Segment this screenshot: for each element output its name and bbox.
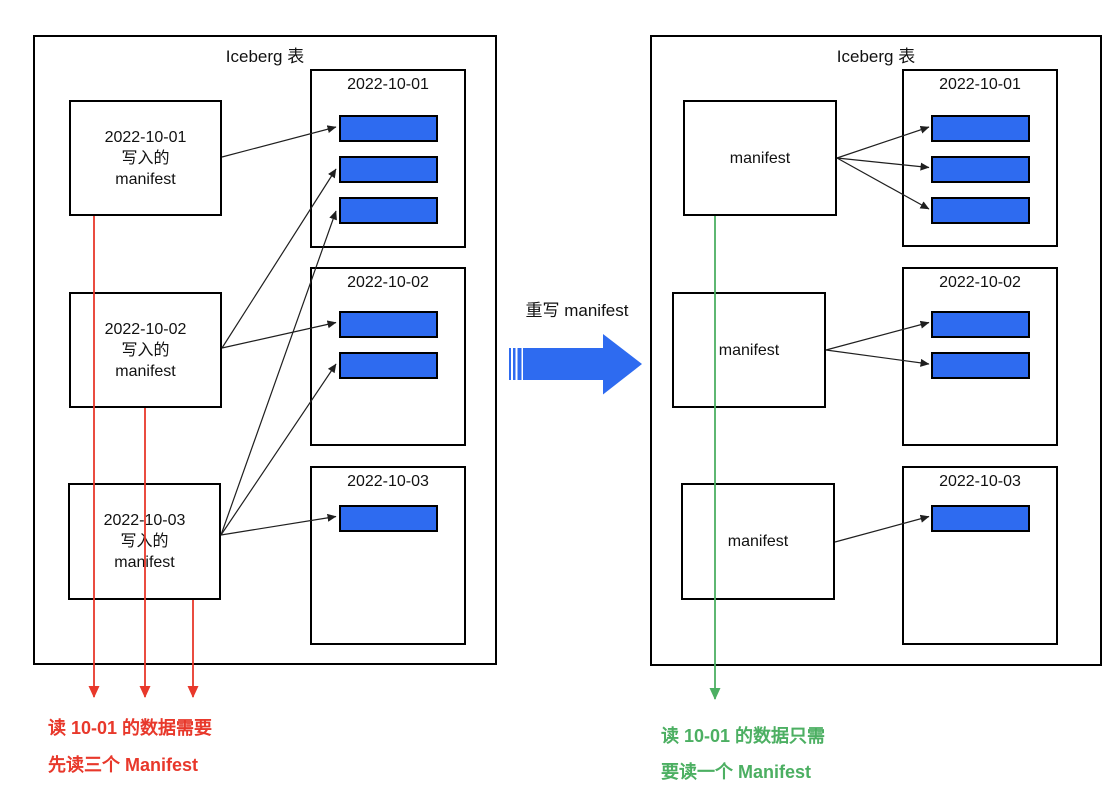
manifest-box-right-3: manifest <box>681 483 835 600</box>
manifest-box-left-1: 2022-10-01 写入的 manifest <box>69 100 222 216</box>
manifest-box-right-2: manifest <box>672 292 826 408</box>
manifest-label: manifest <box>729 149 791 167</box>
data-file-rect <box>339 352 438 379</box>
partition-label: 2022-10-01 <box>939 76 1021 93</box>
table-title-left: Iceberg 表 <box>225 47 305 66</box>
iceberg-table-right: Iceberg 表 <box>650 35 1102 666</box>
data-file-rect <box>339 115 438 142</box>
data-file-rect <box>339 311 438 338</box>
partition-box-left-1: 2022-10-01 <box>310 69 466 248</box>
manifest-label: 2022-10-03 写入的 manifest <box>103 512 186 571</box>
data-file-rect <box>931 311 1030 338</box>
partition-box-left-2: 2022-10-02 <box>310 267 466 446</box>
data-file-rect <box>339 505 438 532</box>
right-note-line1: 读 10-01 的数据只需 <box>661 726 826 746</box>
data-file-rect <box>931 115 1030 142</box>
partition-box-left-3: 2022-10-03 <box>310 466 466 645</box>
partition-label: 2022-10-01 <box>347 76 429 93</box>
manifest-box-left-2: 2022-10-02 写入的 manifest <box>69 292 222 408</box>
data-file-rect <box>339 197 438 224</box>
partition-label: 2022-10-03 <box>347 473 429 490</box>
data-file-rect <box>339 156 438 183</box>
data-file-rect <box>931 505 1030 532</box>
data-file-rect <box>931 156 1030 183</box>
manifest-label: 2022-10-02 写入的 manifest <box>104 320 187 380</box>
partition-label: 2022-10-02 <box>939 274 1021 291</box>
iceberg-table-left: Iceberg 表 <box>33 35 497 665</box>
right-note-line2: 要读一个 Manifest <box>661 762 812 782</box>
partition-box-right-1: 2022-10-01 <box>902 69 1058 247</box>
rewrite-arrow-icon <box>509 334 642 395</box>
manifest-label: 2022-10-01 写入的 manifest <box>104 128 187 188</box>
data-file-rect <box>931 352 1030 379</box>
left-note-line2: 先读三个 Manifest <box>48 755 199 775</box>
partition-label: 2022-10-03 <box>939 473 1021 490</box>
data-file-rect <box>931 197 1030 224</box>
rewrite-label: 重写 manifest <box>525 301 629 320</box>
partition-box-right-2: 2022-10-02 <box>902 267 1058 446</box>
manifest-label: manifest <box>718 341 780 359</box>
partition-box-right-3: 2022-10-03 <box>902 466 1058 645</box>
manifest-box-left-3: 2022-10-03 写入的 manifest <box>68 483 221 600</box>
left-note-line1: 读 10-01 的数据需要 <box>48 718 213 738</box>
table-title-right: Iceberg 表 <box>836 47 916 66</box>
manifest-label: manifest <box>727 533 789 550</box>
partition-label: 2022-10-02 <box>347 274 429 291</box>
manifest-box-right-1: manifest <box>683 100 837 216</box>
